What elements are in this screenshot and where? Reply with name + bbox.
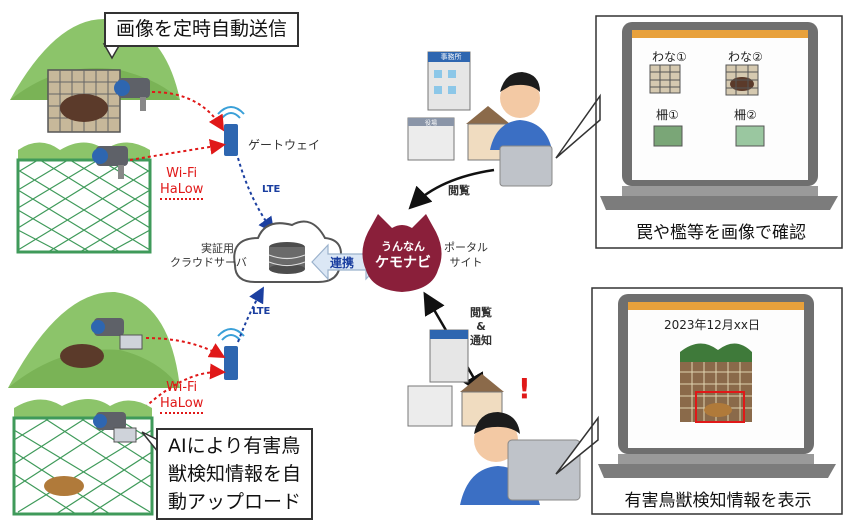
portal-label-line1: ポータル — [444, 241, 488, 254]
cage1-label: 柵① — [656, 108, 679, 122]
view-notify-line3: 通知 — [470, 334, 492, 347]
hill-bottom-left — [8, 291, 180, 388]
lte-arrow-top — [237, 157, 275, 234]
view-arrow — [408, 168, 495, 210]
portal-logo-line2: ケモナビ — [375, 255, 431, 271]
callout-bottom-left-line1: AIにより有害鳥 — [168, 435, 301, 457]
camera-1 — [114, 78, 150, 111]
lte-label-bottom: LTE — [252, 306, 271, 317]
wifi-arrow-3 — [145, 337, 226, 358]
caption-bottom-right: 有害鳥獣検知情報を表示 — [598, 486, 838, 511]
view-notify-label: 閲覧 & 通知 — [470, 306, 492, 348]
fence-top — [16, 142, 152, 254]
callout-box-bottom-right — [591, 287, 843, 515]
view-label: 閲覧 — [448, 184, 470, 197]
person-lower — [460, 412, 581, 505]
callout-bottom-left: AIにより有害鳥 獣検知情報を自 動アップロード — [156, 428, 314, 520]
wifi-arrow-1 — [151, 91, 225, 132]
callout-bottom-left-line2: 獣検知情報を自 — [168, 463, 302, 485]
callout-top-left-text: 画像を定時自動送信 — [116, 18, 288, 40]
gateway-label: ゲートウェイ — [248, 138, 321, 152]
lte-label-top: LTE — [262, 184, 281, 195]
view-notify-line2: & — [476, 320, 486, 333]
wifi-halow-label-top: Wi-Fi HaLow — [160, 166, 204, 200]
portal-logo — [362, 214, 442, 292]
portal-logo-text: うんなん ケモナビ — [372, 238, 434, 272]
alert-mark: ! — [518, 372, 531, 405]
callout-pointer-top-right — [555, 93, 601, 159]
laptop-top-right — [600, 22, 838, 210]
callout-pointer-bottom-right — [555, 415, 599, 475]
wifi-line2-top: HaLow — [160, 182, 204, 200]
cloud-label-line1: 実証用 — [201, 242, 234, 255]
callout-box-top-right — [595, 15, 843, 249]
wifi-halow-label-bottom: Wi-Fi HaLow — [160, 380, 204, 414]
cloud-label-line2: クラウドサーバ — [170, 256, 247, 269]
trap1-label: わな① — [652, 50, 687, 64]
screen-date: 2023年12月xx日 — [664, 318, 761, 332]
trap-cage-1 — [47, 69, 121, 133]
laptop-bottom-right — [598, 294, 836, 478]
gateway-device-top — [217, 106, 245, 156]
portal-logo-line1: うんなん — [381, 240, 425, 253]
wifi-arrow-2 — [129, 138, 226, 161]
view-notify-line1: 閲覧 — [470, 306, 492, 319]
trap2-label: わな② — [728, 50, 763, 64]
fence-bottom — [12, 399, 154, 516]
office-sign-upper-2: 役場 — [424, 120, 437, 127]
wifi-line1-bottom: Wi-Fi — [166, 380, 198, 395]
link-label: 連携 — [330, 256, 355, 270]
cloud-server-label: 実証用 クラウドサーバ — [170, 242, 247, 270]
office-sign-upper: 事務所 — [440, 53, 462, 61]
buildings-lower — [407, 329, 504, 427]
callout-bottom-left-line3: 動アップロード — [168, 491, 302, 513]
callout-top-left: 画像を定時自動送信 — [104, 12, 300, 47]
caption-top-right: 罠や檻等を画像で確認 — [610, 218, 832, 243]
cloud-server — [233, 220, 342, 283]
portal-label-line2: サイト — [449, 256, 483, 269]
cage2-label: 柵② — [734, 108, 757, 122]
person-upper — [490, 72, 553, 187]
portal-site-label: ポータル サイト — [444, 240, 488, 270]
wifi-line1-top: Wi-Fi — [166, 166, 198, 181]
wifi-line2-bottom: HaLow — [160, 396, 204, 414]
camera-2 — [92, 146, 128, 179]
